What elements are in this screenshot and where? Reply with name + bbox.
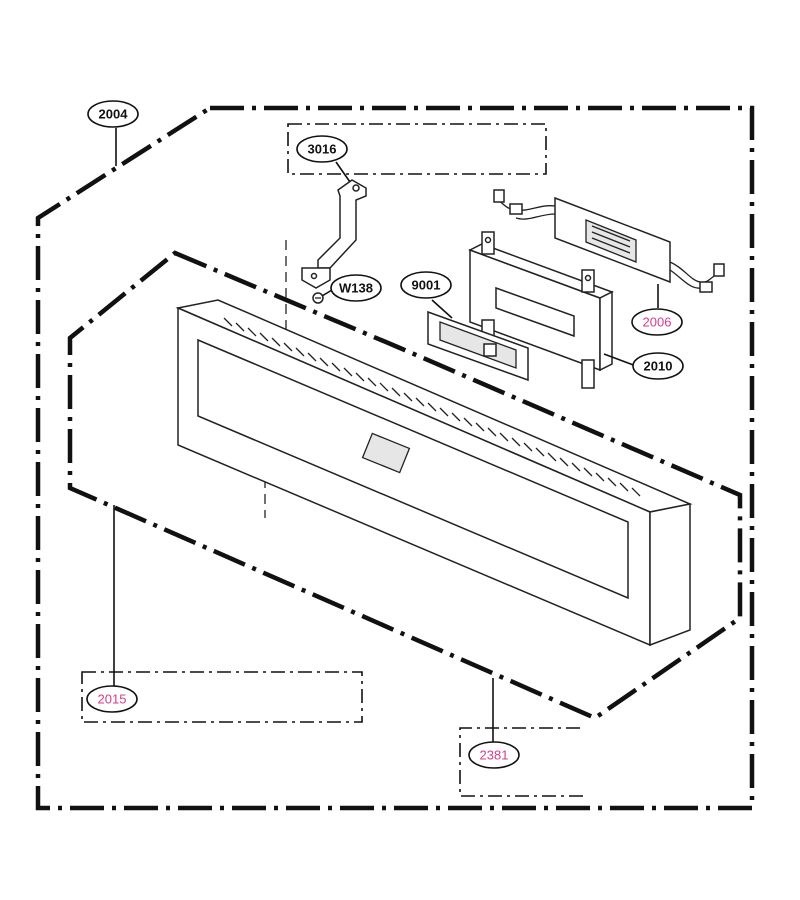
display-holder-2010	[468, 231, 614, 389]
sub-assembly-box-3016	[287, 123, 547, 175]
leader-9001	[431, 299, 453, 319]
bracket-3016	[301, 179, 367, 289]
callout-9001: 9001	[400, 271, 452, 299]
leader-2010	[603, 353, 637, 367]
callout-2006: 2006	[631, 308, 683, 336]
callout-2381: 2381	[468, 741, 520, 769]
svg-text:9001: 9001	[412, 278, 441, 293]
leader-w138	[321, 289, 333, 297]
leader-3016	[335, 161, 351, 183]
sub-assembly-box-2381	[459, 727, 588, 797]
screw-w138	[312, 292, 324, 304]
callout-2010: 2010	[632, 352, 684, 380]
svg-text:W138: W138	[339, 281, 373, 296]
svg-text:2381: 2381	[480, 748, 509, 763]
svg-text:2010: 2010	[644, 359, 673, 374]
callout-3016: 3016	[296, 135, 348, 163]
display-pcb-2006	[493, 189, 725, 293]
window-frame-9001	[427, 310, 529, 382]
svg-text:2015: 2015	[98, 692, 127, 707]
assembly-boundary-outer	[35, 105, 755, 811]
control-panel-body	[175, 299, 693, 647]
assembly-boundary-inner	[67, 250, 743, 721]
callout-w138: W138	[330, 274, 382, 302]
callout-2015: 2015	[86, 685, 138, 713]
svg-text:2004: 2004	[99, 107, 129, 122]
svg-text:3016: 3016	[308, 142, 337, 157]
callout-2004: 2004	[87, 100, 139, 128]
svg-text:2006: 2006	[643, 315, 672, 330]
sub-assembly-box-2015	[81, 671, 363, 723]
